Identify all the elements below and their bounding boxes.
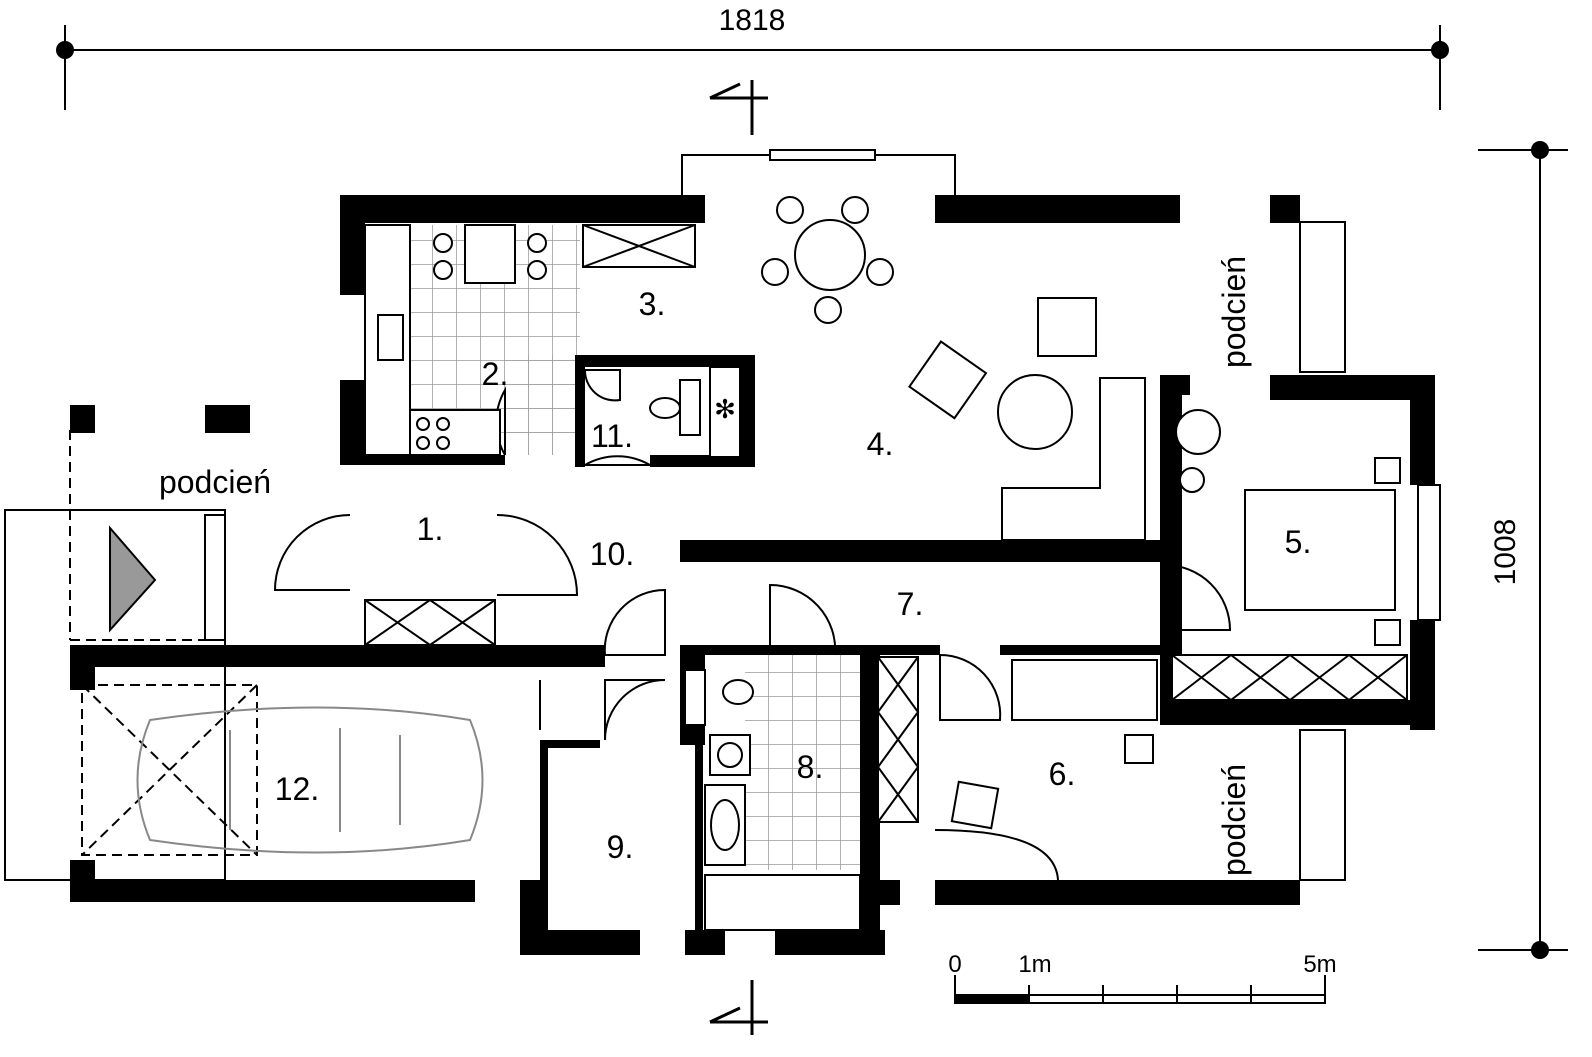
kitchen-furniture	[364, 224, 696, 456]
room-label-11: 11.	[591, 418, 633, 454]
section-marker-top	[709, 80, 768, 135]
room-label-12: 12.	[275, 771, 319, 807]
bathroom-fixtures	[684, 669, 861, 931]
scale-bar: 0 1m 5m	[948, 951, 1337, 1004]
section-marker-bottom	[709, 980, 768, 1035]
porch-bench-bottom	[1299, 729, 1346, 881]
room-label-9: 9.	[607, 829, 634, 865]
walls	[70, 195, 1435, 955]
porch-label-top-right: podcień	[1216, 256, 1252, 368]
wardrobe	[364, 599, 496, 646]
boiler-icon: ✻	[714, 395, 736, 424]
room-label-4: 4.	[867, 426, 894, 462]
room-label-3: 3.	[639, 286, 666, 322]
scale-label-5m: 5m	[1303, 951, 1336, 978]
wc-fixtures: ✻	[583, 366, 741, 458]
width-label: 1818	[719, 4, 786, 37]
room-label-6: 6.	[1049, 756, 1076, 792]
window	[769, 149, 876, 161]
room-label-5: 5.	[1285, 524, 1312, 560]
scale-label-1m: 1m	[1018, 951, 1051, 978]
room-label-8: 8.	[797, 749, 824, 785]
doors	[273, 386, 1232, 881]
bathroom-floor-tiles	[745, 655, 860, 870]
dining-table	[761, 196, 894, 324]
living-furniture	[908, 297, 1146, 541]
porch-label-left: podcień	[159, 464, 271, 500]
porch-label-bottom-right: podcień	[1216, 764, 1252, 876]
room-label-10: 10.	[590, 536, 634, 572]
room-label-7: 7.	[897, 586, 924, 622]
scale-label-0: 0	[948, 951, 961, 978]
room-label-1: 1.	[417, 511, 444, 547]
car	[81, 680, 541, 856]
porch-bench-top	[1299, 221, 1346, 373]
room6-furniture	[876, 656, 1158, 830]
width-dimension: 1818	[56, 4, 1449, 110]
left-porch	[4, 430, 226, 881]
room-label-2: 2.	[482, 356, 509, 392]
depth-label: 1008	[1489, 519, 1522, 586]
bedroom-furniture	[1171, 409, 1441, 702]
kitchen-floor-tiles	[505, 355, 580, 455]
bay-window	[681, 154, 956, 201]
depth-dimension: 1008	[1478, 141, 1568, 959]
